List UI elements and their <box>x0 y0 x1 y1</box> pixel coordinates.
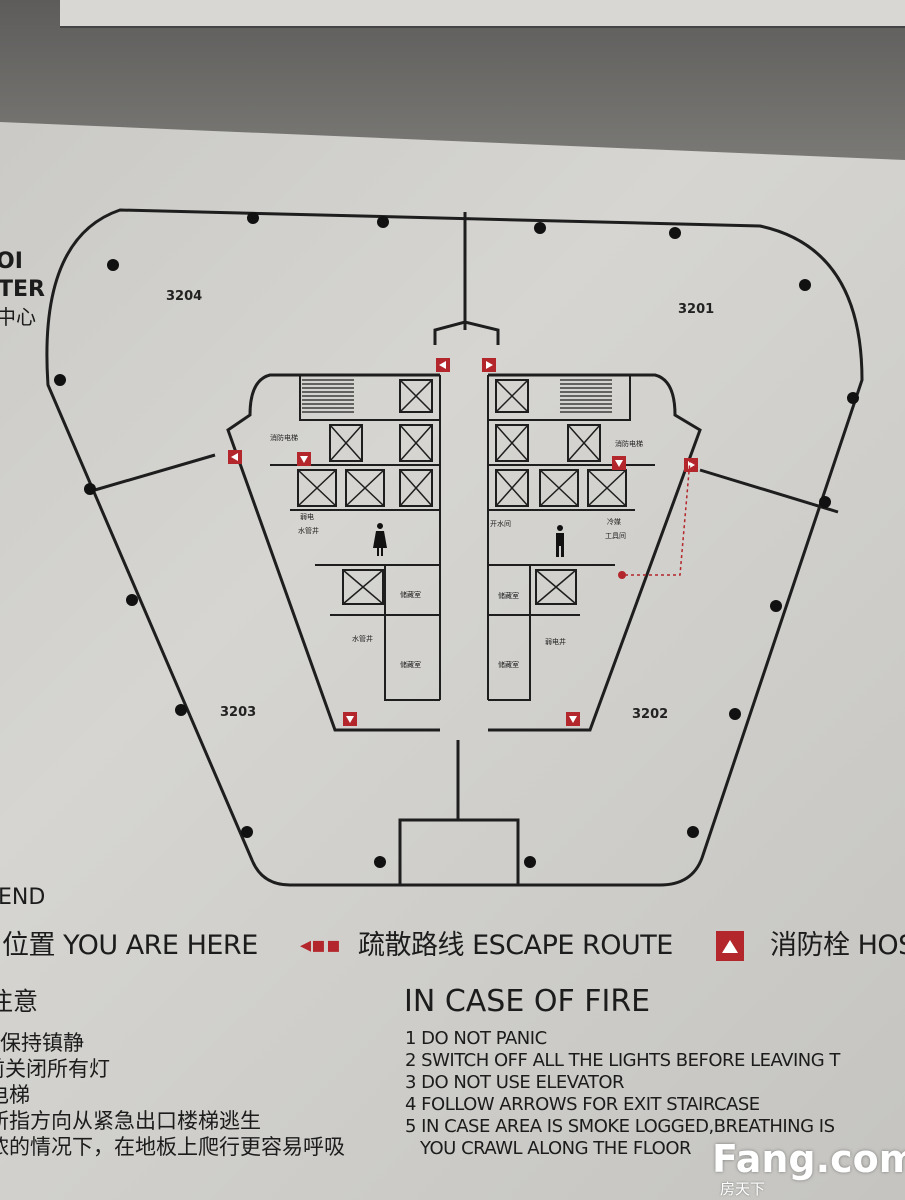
notice-cn-1: 保持镇静 <box>0 1031 84 1055</box>
fire-step-5: 5 IN CASE AREA IS SMOKE LOGGED,BREATHING… <box>405 1116 835 1137</box>
unit-3201: 3201 <box>678 302 714 317</box>
core-left <box>226 373 440 732</box>
legend-escape-route: 疏散路线 ESCAPE ROUTE <box>358 930 673 961</box>
elevator-icon <box>399 379 433 413</box>
elevator-icon <box>495 424 529 462</box>
hydrant-marker-icon <box>482 358 496 372</box>
upper-sign-edge <box>60 0 905 28</box>
label-storage: 储藏室 <box>400 660 421 669</box>
label-storage: 储藏室 <box>498 591 519 600</box>
label-fire-elevator-right: 消防电梯 <box>615 439 643 448</box>
legend-you-are-here: 位置 YOU ARE HERE <box>2 930 258 961</box>
hydrant-marker-icon <box>228 450 242 464</box>
label-storage: 储藏室 <box>400 590 421 599</box>
core-outline-left <box>433 320 500 345</box>
column-dot <box>687 826 699 838</box>
unit-3204: 3204 <box>166 289 202 304</box>
column-dot <box>799 279 811 291</box>
fire-step-1: 1 DO NOT PANIC <box>405 1028 547 1049</box>
elevator-icon <box>329 424 363 462</box>
legend-hydrant: 消防栓 HOS <box>770 930 905 961</box>
bottom-room <box>398 818 520 887</box>
escape-route-line <box>625 459 691 576</box>
divider-left <box>87 453 216 494</box>
column-dot <box>107 259 119 271</box>
restroom-male-icon <box>556 525 564 557</box>
notice-cn-5: 浓的情况下，在地板上爬行更容易呼吸 <box>0 1135 345 1159</box>
notice-cn-2: 前关闭所有灯 <box>0 1057 110 1081</box>
label-water-pipe-shaft: 水管井 <box>298 526 319 535</box>
label-weak-current-shaft: 弱电井 <box>545 637 566 646</box>
column-dot <box>669 227 681 239</box>
column-dot <box>729 708 741 720</box>
column-dot <box>770 600 782 612</box>
hydrant-marker-icon <box>436 358 450 372</box>
you-are-here-marker <box>618 571 626 579</box>
fire-title: IN CASE OF FIRE <box>404 984 651 1019</box>
column-dot <box>524 856 536 868</box>
restroom-female-icon <box>373 523 387 556</box>
elevator-icon <box>587 469 627 507</box>
column-dot <box>534 222 546 234</box>
elevator-icon <box>342 569 384 605</box>
hydrant-marker-icon <box>684 458 698 472</box>
fire-step-2: 2 SWITCH OFF ALL THE LIGHTS BEFORE LEAVI… <box>405 1050 840 1071</box>
hydrant-marker-icon <box>612 456 626 470</box>
hydrant-marker-icon <box>343 712 357 726</box>
label-weak-current: 弱电 <box>300 512 314 521</box>
fire-step-4: 4 FOLLOW ARROWS FOR EXIT STAIRCASE <box>405 1094 760 1115</box>
brand-partial-3: 中心 <box>0 305 36 329</box>
unit-3203: 3203 <box>220 705 256 720</box>
column-dot <box>847 392 859 404</box>
column-dot <box>377 216 389 228</box>
brand-partial-2: TER <box>0 277 45 302</box>
label-refrigerant: 冷媒 <box>607 517 621 526</box>
unit-3202: 3202 <box>632 707 668 722</box>
watermark-cn: 房天下 <box>720 1180 766 1198</box>
column-dot <box>819 496 831 508</box>
floor-outline <box>45 208 864 887</box>
column-dot <box>54 374 66 386</box>
notice-cn-4: 所指方向从紧急出口楼梯逃生 <box>0 1109 261 1133</box>
fire-step-3: 3 DO NOT USE ELEVATOR <box>405 1072 625 1093</box>
notice-cn-3: 电梯 <box>0 1083 30 1107</box>
legend-title: END <box>0 885 46 910</box>
brand-partial-1: OI <box>0 249 23 274</box>
elevator-icon <box>399 424 433 462</box>
elevator-icon <box>345 469 385 507</box>
elevator-icon <box>535 569 577 605</box>
elevator-icon <box>539 469 579 507</box>
column-dot <box>175 704 187 716</box>
label-tool-room: 工具间 <box>605 532 626 540</box>
fire-step-5-cont: YOU CRAWL ALONG THE FLOOR <box>420 1138 692 1159</box>
elevator-icon <box>495 469 529 507</box>
watermark-logo: Fang.com <box>712 1137 905 1181</box>
column-dot <box>374 856 386 868</box>
elevator-icon <box>399 469 433 507</box>
column-dot <box>241 826 253 838</box>
notice-cn-title: 注意 <box>0 987 39 1016</box>
hydrant-icon <box>716 931 744 961</box>
escape-route-arrow-icon: ◂▪▪ <box>300 933 341 958</box>
elevator-icon <box>297 469 337 507</box>
column-dot <box>126 594 138 606</box>
elevator-icon <box>495 379 529 413</box>
elevator-icon <box>567 424 601 462</box>
label-water-pipe-shaft-2: 水管井 <box>352 634 373 643</box>
column-dot <box>84 483 96 495</box>
core-right <box>488 373 702 732</box>
hydrant-marker-icon <box>566 712 580 726</box>
column-dot <box>247 212 259 224</box>
hydrant-marker-icon <box>297 452 311 466</box>
divider-right <box>699 468 839 514</box>
label-fire-elevator-left: 消防电梯 <box>270 433 298 442</box>
label-boiling-water-room: 开水间 <box>490 519 511 528</box>
label-storage: 储藏室 <box>498 660 519 669</box>
